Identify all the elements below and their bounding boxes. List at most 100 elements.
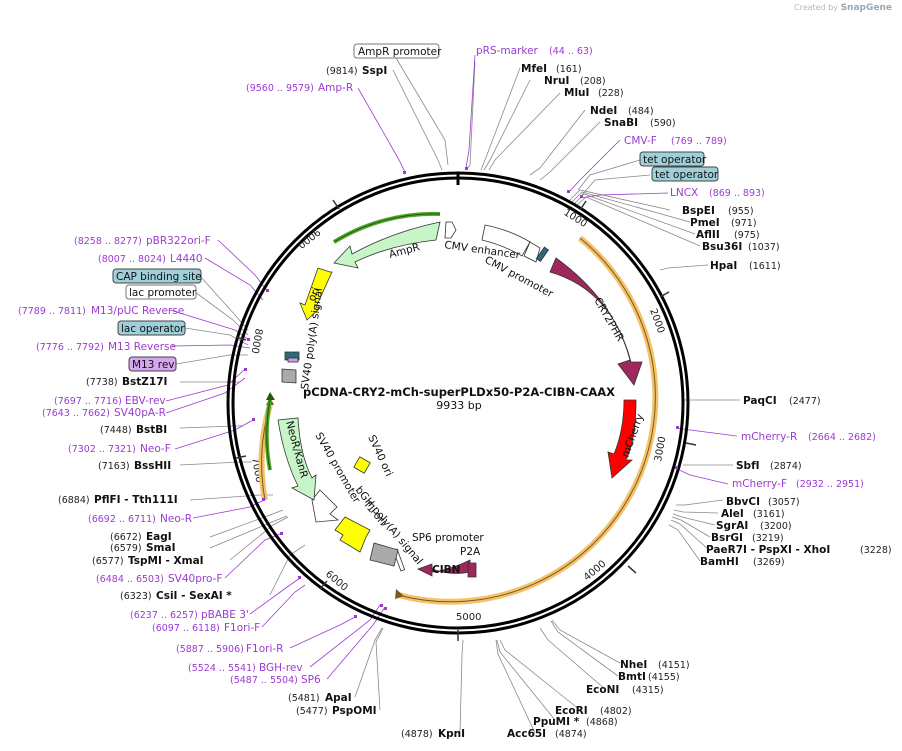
enzyme-label: CsiI - SexAI * bbox=[156, 590, 232, 602]
enzyme-sites-left: (9814) SspI (7738) BstZ17I (7448) BstBI … bbox=[58, 65, 465, 740]
primer-pos: (5887 .. 5906) bbox=[176, 644, 244, 655]
enzyme-label: PflFI - Tth111I bbox=[94, 494, 178, 506]
feature-label-cry2phr: CRY2PHR bbox=[591, 296, 626, 344]
box-cap-binding-site bbox=[112, 268, 202, 284]
primer-label: pBABE 3' bbox=[201, 609, 249, 621]
box-lac-operator bbox=[117, 320, 186, 336]
primer-label: pRS-marker bbox=[476, 45, 539, 57]
cibn-arrow bbox=[416, 559, 471, 577]
primer-label: L4440 bbox=[170, 253, 203, 265]
ampr-promoter-arrow bbox=[444, 221, 457, 239]
primer-pos: (2664 .. 2682) bbox=[808, 432, 876, 443]
primer-label: mCherry-F bbox=[732, 478, 787, 490]
enzyme-pos: (3057) bbox=[768, 497, 800, 508]
enzyme-pos: (6577) bbox=[92, 556, 124, 567]
enzyme-pos: (4155) bbox=[648, 672, 680, 683]
enzyme-pos: (4878) bbox=[401, 729, 433, 740]
feature-label-sv40-ori: SV40 ori bbox=[365, 433, 395, 478]
neor-kanr-arrow bbox=[277, 417, 317, 501]
enzyme-pos: (3219) bbox=[752, 533, 784, 544]
box-tet-operator-2-label: tet operator bbox=[655, 169, 719, 181]
enzyme-pos: (7163) bbox=[98, 461, 130, 472]
box-m13-rev-label: M13 rev bbox=[132, 359, 175, 371]
cry2phr-arrow bbox=[549, 257, 643, 386]
enzyme-label: ApaI bbox=[325, 692, 352, 704]
enzyme-pos: (3269) bbox=[753, 557, 785, 568]
box-m13-rev bbox=[128, 356, 177, 372]
enzyme-pos: (4802) bbox=[600, 706, 632, 717]
enzyme-pos: (484) bbox=[628, 106, 654, 117]
f1-ori-arrow bbox=[334, 516, 371, 553]
enzyme-pos: (971) bbox=[731, 218, 757, 229]
primer-pos: (7789 .. 7811) bbox=[18, 306, 86, 317]
feature-label-sv40-polya: SV40 poly(A) signal bbox=[299, 287, 325, 390]
enzyme-label: BstZ17I bbox=[122, 376, 167, 388]
box-lac-promoter bbox=[125, 284, 197, 300]
box-ampr-promoter-label: AmpR promoter bbox=[358, 46, 442, 58]
tick-marks bbox=[235, 199, 697, 641]
enzyme-pos: (4315) bbox=[632, 685, 664, 696]
primer-label: F1ori-F bbox=[224, 622, 260, 634]
feature-arrows bbox=[277, 221, 643, 578]
feature-label-cibn: CIBN bbox=[432, 564, 460, 576]
primer-pos: (7643 .. 7662) bbox=[42, 408, 110, 419]
tick-label: 3000 bbox=[653, 436, 668, 463]
enzyme-pos: (6579) bbox=[110, 543, 142, 554]
mcherry-arrow bbox=[607, 399, 637, 479]
primer-label: CMV-F bbox=[624, 135, 657, 147]
enzyme-label: HpaI bbox=[710, 260, 737, 272]
primer-pos: (5524 .. 5541) bbox=[188, 663, 256, 674]
enzyme-label: MfeI bbox=[521, 63, 547, 75]
tick-label: 5000 bbox=[456, 612, 481, 623]
box-lac-operator-label: lac operator bbox=[121, 323, 185, 335]
p2a-mark bbox=[467, 562, 477, 578]
primer-pos: (6692 .. 6711) bbox=[88, 514, 156, 525]
box-ampr-promoter bbox=[353, 43, 440, 59]
enzyme-label: BamHI bbox=[700, 556, 739, 568]
enzyme-label: PspOMI bbox=[332, 705, 377, 717]
plasmid-name: pCDNA-CRY2-mCh-superPLDx50-P2A-CIBN-CAAX bbox=[303, 385, 615, 399]
enzyme-pos: (9814) bbox=[326, 66, 358, 77]
primer-ticks bbox=[244, 167, 679, 618]
primer-pos: (2932 .. 2951) bbox=[796, 479, 864, 490]
enzyme-pos: (6672) bbox=[110, 532, 142, 543]
enzyme-label: SmaI bbox=[146, 542, 176, 554]
ampr-arrow bbox=[333, 221, 441, 269]
primer-label: M13 Reverse bbox=[108, 341, 176, 353]
enzyme-label: PmeI bbox=[690, 217, 720, 229]
sv40-polya-block bbox=[281, 368, 297, 384]
box-tet-operator-1-label: tet operator bbox=[643, 154, 707, 166]
enzyme-pos: (2874) bbox=[770, 461, 802, 472]
enzyme-label: Bsu36I bbox=[702, 241, 742, 253]
plasmid-size: 9933 bp bbox=[436, 399, 481, 412]
primer-label: pBR322ori-F bbox=[146, 235, 211, 247]
enzyme-pos: (955) bbox=[728, 206, 754, 217]
primer-label: SV40pA-R bbox=[114, 407, 166, 419]
enzyme-label: AflII bbox=[696, 229, 720, 241]
enzyme-label: EagI bbox=[146, 531, 172, 543]
enzyme-pos: (161) bbox=[556, 64, 582, 75]
enzyme-label: NheI bbox=[620, 659, 647, 671]
primer-label: mCherry-R bbox=[741, 431, 797, 443]
primer-label: LNCX bbox=[670, 187, 698, 199]
enzyme-pos: (2477) bbox=[789, 396, 821, 407]
enzyme-pos: (4868) bbox=[586, 717, 618, 728]
enzyme-label: SnaBI bbox=[604, 117, 638, 129]
primer-pos: (6237 .. 6257) bbox=[130, 610, 198, 621]
primer-label: BGH-rev bbox=[259, 662, 303, 674]
tet-operator-mark bbox=[535, 246, 550, 263]
box-cap-binding-site-label: CAP binding site bbox=[116, 271, 202, 283]
primer-leader-lines bbox=[165, 54, 738, 680]
primer-pos: (44 .. 63) bbox=[549, 46, 593, 57]
enzyme-label: Acc65I bbox=[507, 728, 546, 740]
primer-label: Neo-F bbox=[140, 443, 171, 455]
enzyme-label: NruI bbox=[544, 75, 569, 87]
box-tet-operator-2 bbox=[651, 166, 719, 182]
primer-pos: (8007 .. 8024) bbox=[98, 254, 166, 265]
primer-pos: (869 .. 893) bbox=[709, 188, 765, 199]
enzyme-label: PaeR7I - PspXI - XhoI bbox=[706, 544, 830, 556]
enzyme-pos: (3200) bbox=[760, 521, 792, 532]
primer-label: Neo-R bbox=[160, 513, 192, 525]
primer-pos: (6097 .. 6118) bbox=[152, 623, 220, 634]
primer-label: SP6 bbox=[301, 674, 321, 686]
